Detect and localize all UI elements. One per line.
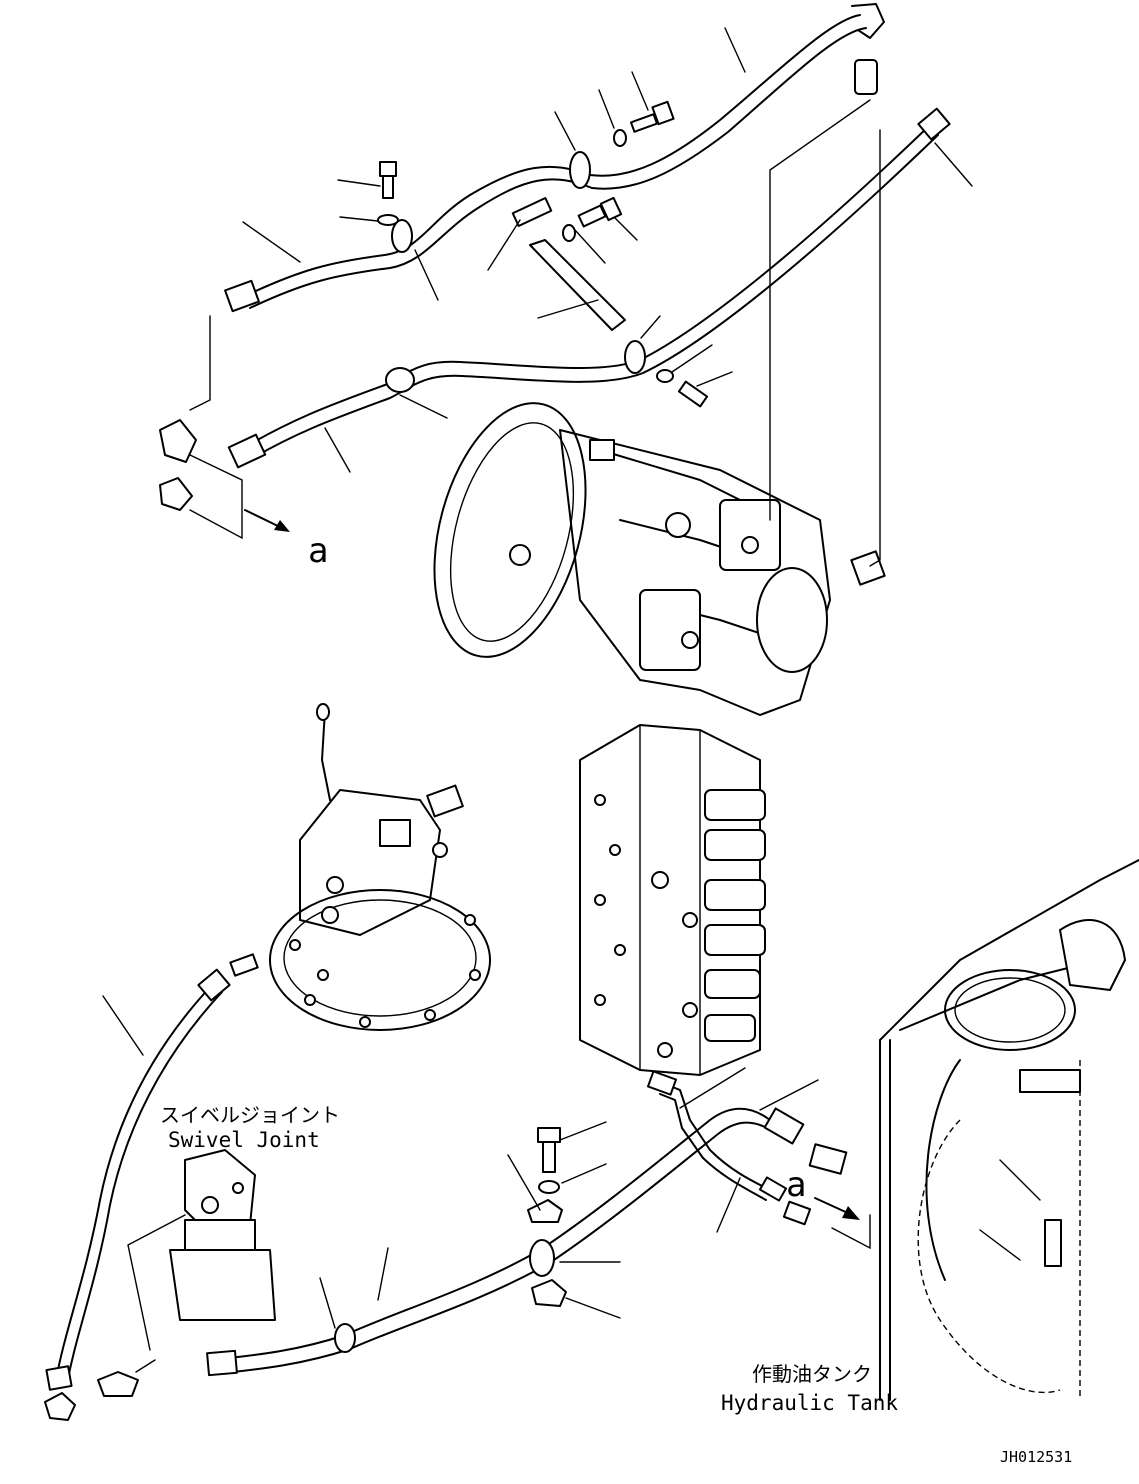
adapter-tank-2 (782, 1200, 812, 1226)
elbow-fitting-top-right (854, 59, 878, 95)
control-valve (579, 724, 766, 1076)
elbow-fitting-left-2 (159, 477, 193, 511)
arrow-to-a-left (244, 509, 283, 529)
leader-fitting-1 (189, 315, 211, 411)
hose-clamp-lower-1 (529, 1239, 555, 1277)
hydraulic-tank-label-jp: 作動油タンク (752, 1362, 872, 1386)
view-marker-a-right: a (786, 1165, 806, 1205)
adapter-tank-1 (808, 1143, 848, 1175)
bolt-upper-left (377, 161, 399, 226)
drawing-id: JH012531 (1000, 1448, 1072, 1466)
bolt-upper-lower (656, 369, 709, 408)
hose-clamp-upper-3 (385, 367, 415, 393)
hose-clamp-lower-2 (334, 1323, 356, 1353)
long-hose-swing-motor (45, 968, 231, 1391)
spacer-sleeve (511, 197, 553, 227)
support-bracket (529, 239, 626, 331)
hydraulic-tank-label-en: Hydraulic Tank (721, 1391, 898, 1415)
swing-motor (269, 703, 491, 1031)
bolt-lower (527, 1127, 567, 1307)
upper-hose-1 (224, 3, 885, 313)
swivel-joint-label-jp: スイベルジョイント (160, 1103, 340, 1127)
callout-leaders (102, 27, 973, 1329)
drain-hose-control-valve (646, 1070, 788, 1202)
swivel-joint (127, 1149, 276, 1373)
arrow-to-a-right (814, 1197, 851, 1215)
swivel-joint-label-en: Swivel Joint (168, 1128, 320, 1152)
upper-hose-2 (227, 107, 951, 469)
fitting-swing-motor (229, 953, 259, 977)
hose-clamp-upper-4 (624, 340, 646, 374)
view-marker-a-left: a (308, 531, 328, 571)
fitting-bottom-left-2 (97, 1371, 139, 1397)
leader-fittings-a (189, 454, 243, 540)
hose-clamp-upper-2 (569, 151, 591, 189)
bolt-upper-right (562, 196, 623, 242)
main-pump (433, 99, 886, 716)
bolt-upper-mid (613, 100, 675, 147)
hose-clamp-upper-1 (391, 219, 413, 253)
elbow-fitting-left-1 (159, 419, 197, 463)
fitting-bottom-left-1 (44, 1392, 76, 1421)
hydraulic-tank (879, 859, 1139, 1401)
leader-tank-a (831, 1214, 871, 1250)
